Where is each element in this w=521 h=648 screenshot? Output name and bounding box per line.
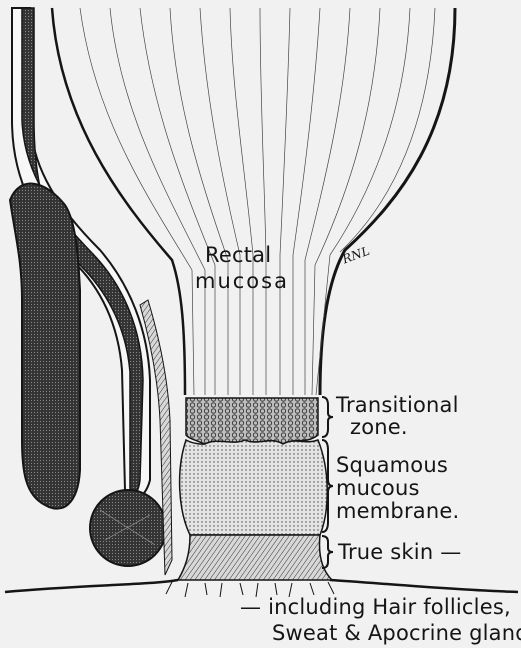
label-rectal: Rectal: [205, 244, 271, 266]
label-mucous: mucous: [336, 477, 420, 499]
label-true-skin: True skin —: [338, 541, 461, 563]
label-membrane: membrane.: [336, 500, 459, 522]
label-hair-follicles: — including Hair follicles,: [240, 596, 511, 618]
brace-transitional: [322, 397, 333, 437]
true-skin-zone: [178, 535, 332, 580]
label-zone: zone.: [350, 416, 408, 438]
external-sphincter-deep: [10, 184, 80, 509]
brace-true-skin: [322, 536, 333, 568]
squamous-membrane-zone: [180, 440, 328, 535]
transitional-zone-band: [186, 398, 318, 444]
label-squamous: Squamous: [336, 454, 448, 476]
skin-surface-line: [5, 580, 518, 592]
label-mucosa: mucosa: [195, 270, 289, 292]
label-sweat-apocrine: Sweat & Apocrine glands.: [272, 622, 521, 644]
label-transitional: Transitional: [336, 394, 459, 416]
rectum-right-wall: [320, 8, 455, 395]
